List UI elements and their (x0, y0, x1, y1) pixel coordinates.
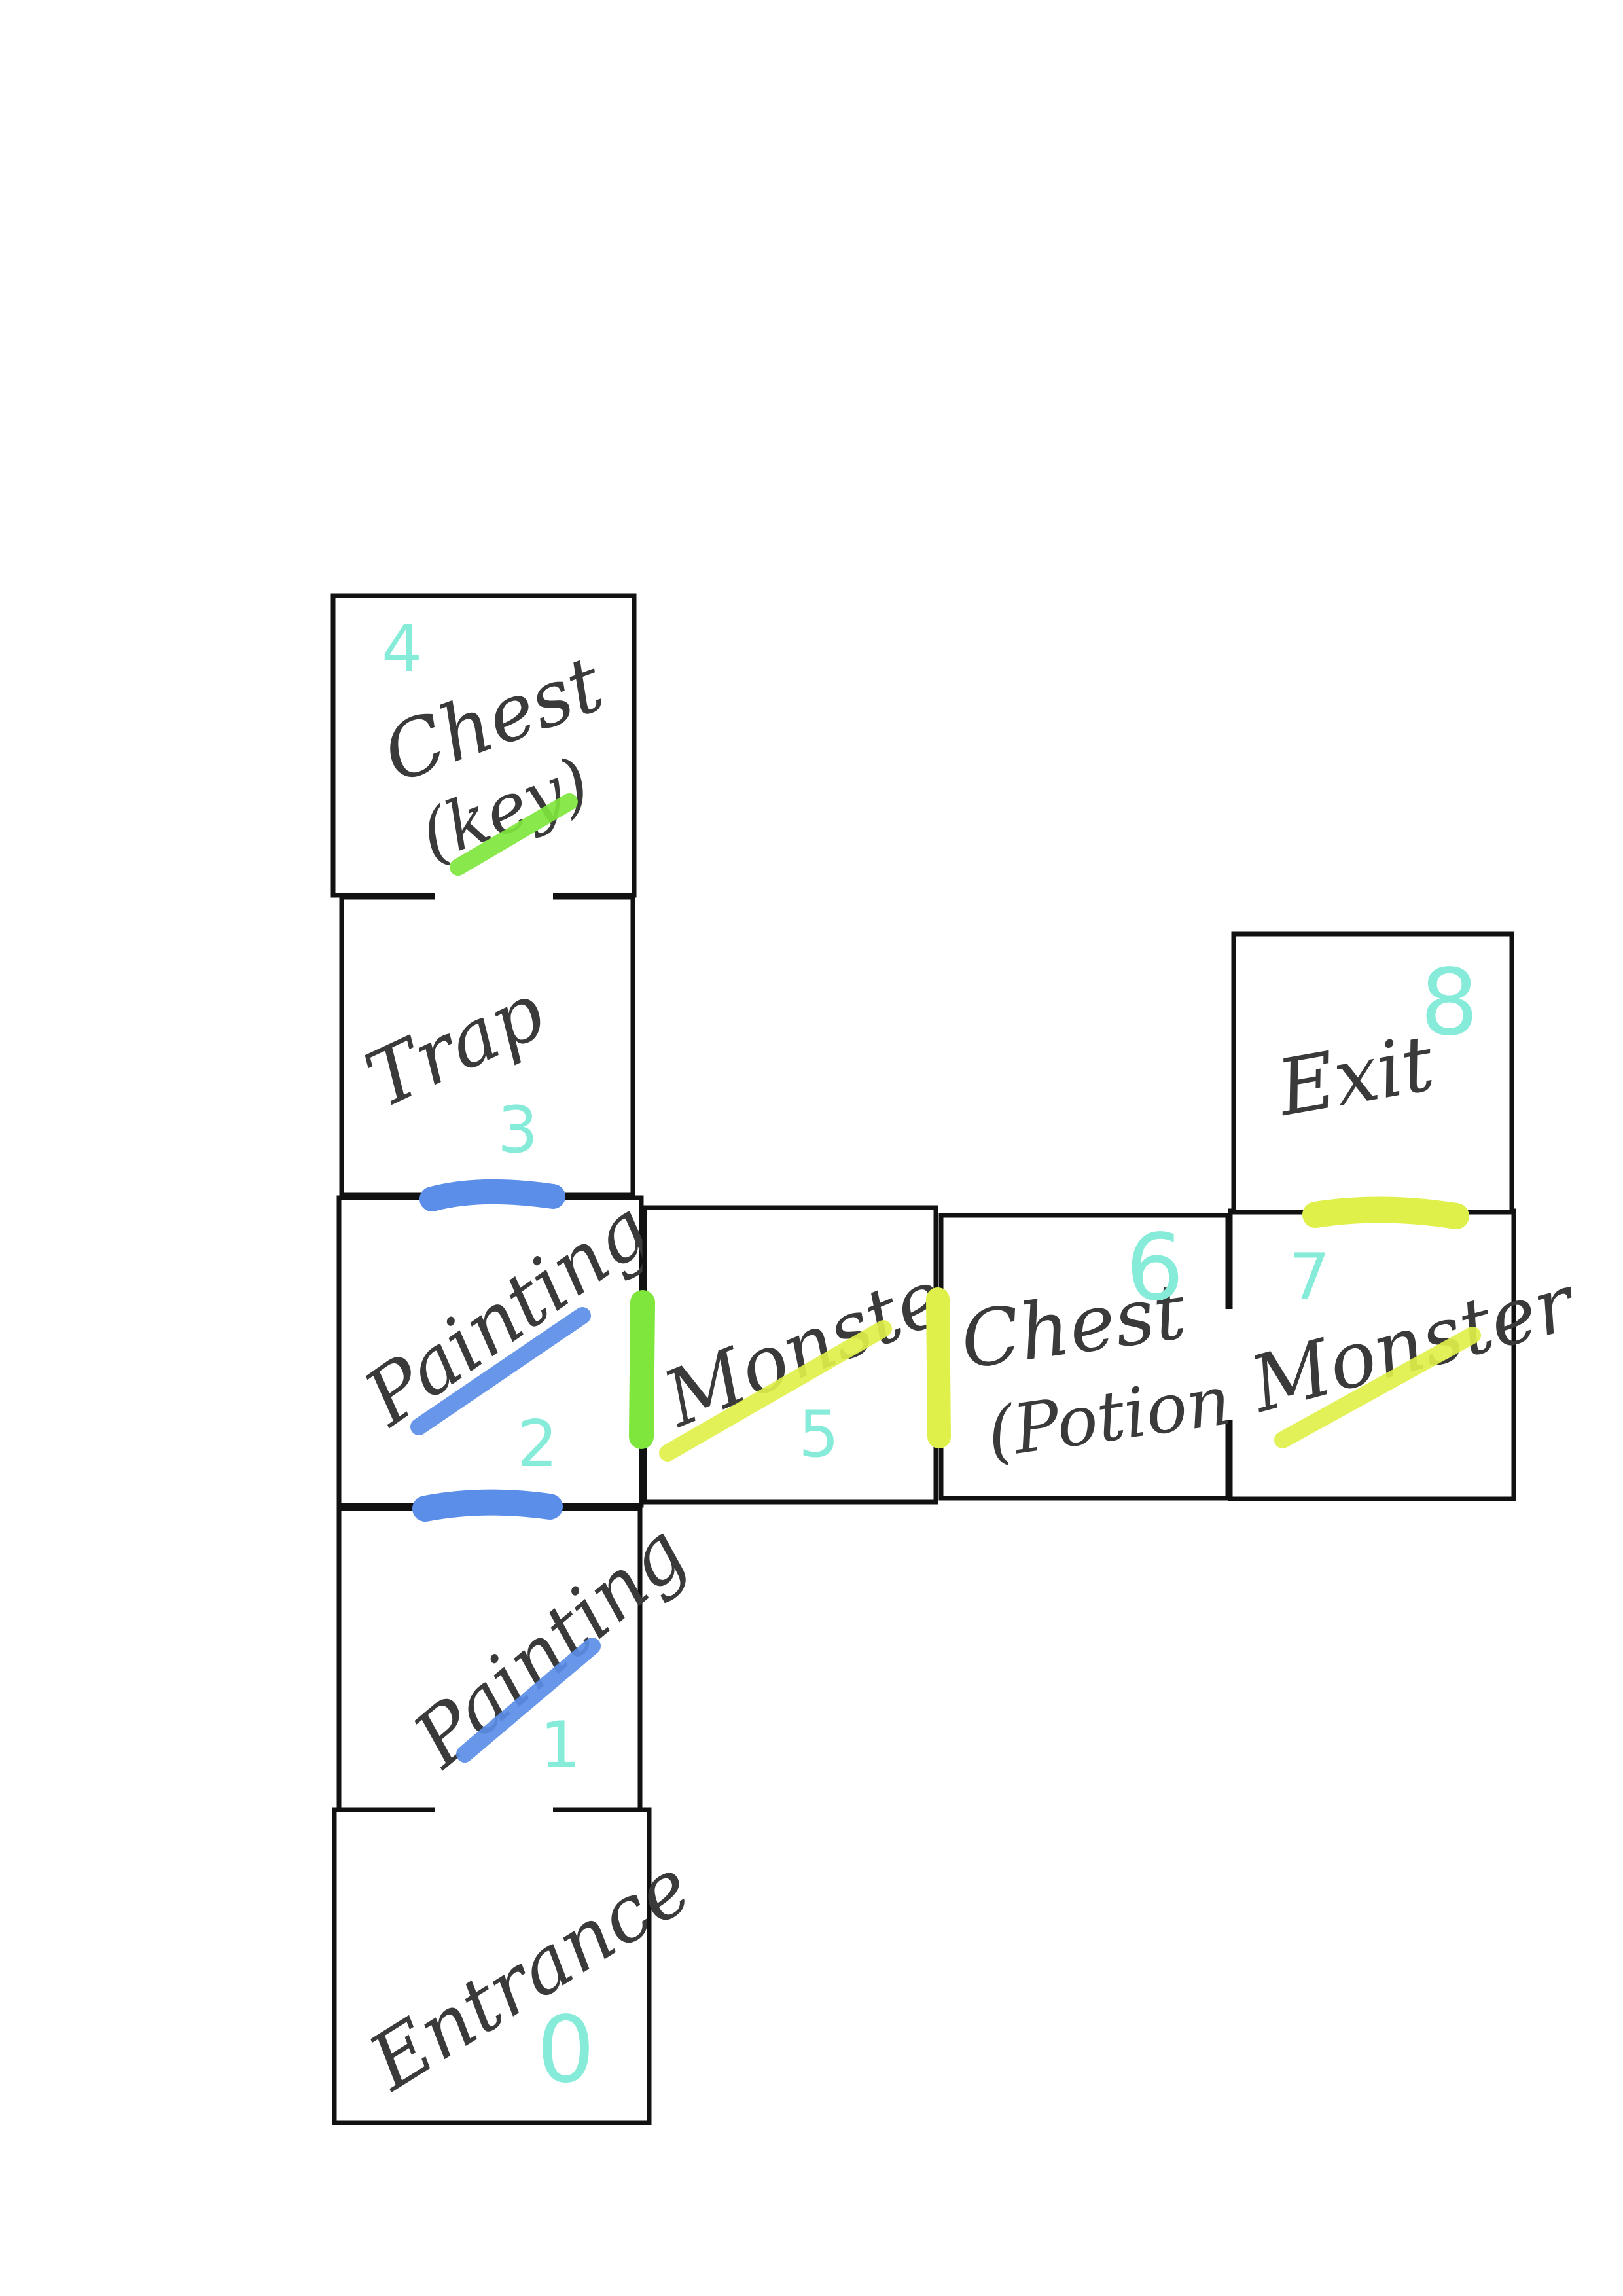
room-trap: Trap 3 (339, 895, 635, 1197)
room-entrance-number: 0 (537, 1997, 595, 2104)
room-painting-1-number: 1 (540, 1708, 580, 1783)
painting-2-highlight (410, 1307, 591, 1435)
room-entrance-box (332, 1807, 652, 2125)
door-blue-trap-painting (419, 1179, 565, 1211)
room-trap-number: 3 (497, 1093, 538, 1168)
room-painting-2: Painting 2 (336, 1183, 666, 1508)
room-monster-7-number: 7 (1289, 1240, 1330, 1315)
monster-7-highlight (1274, 1327, 1481, 1448)
room-chest-potion: Chest (Potion) 6 (938, 1213, 1262, 1501)
room-chest-potion-box (938, 1213, 1230, 1501)
door-blue-painting-painting (412, 1489, 563, 1522)
door-green-painting-monster (629, 1290, 655, 1449)
room-monster-7: 7 Monster (1228, 1208, 1586, 1501)
room-trap-box (339, 895, 635, 1197)
room-painting-1: Painting 1 (336, 1506, 703, 1812)
room-monster-5-number: 5 (798, 1397, 839, 1472)
room-exit: Exit 8 (1231, 931, 1514, 1215)
room-chest-key-number: 4 (382, 612, 422, 687)
key-highlight (450, 793, 578, 876)
room-monster-5-box (642, 1205, 938, 1505)
monster-5-highlight (659, 1320, 892, 1462)
room-chest-key: 4 Chest (key) (330, 593, 637, 898)
door-yellow-monster-chest (926, 1287, 951, 1448)
room-exit-number: 8 (1420, 950, 1478, 1056)
door-yellow-monster-exit (1302, 1196, 1469, 1229)
room-painting-2-number: 2 (517, 1407, 558, 1482)
room-entrance: Entrance 0 (332, 1807, 706, 2125)
room-chest-potion-number: 6 (1126, 1215, 1184, 1321)
painting-1-highlight (456, 1638, 601, 1763)
